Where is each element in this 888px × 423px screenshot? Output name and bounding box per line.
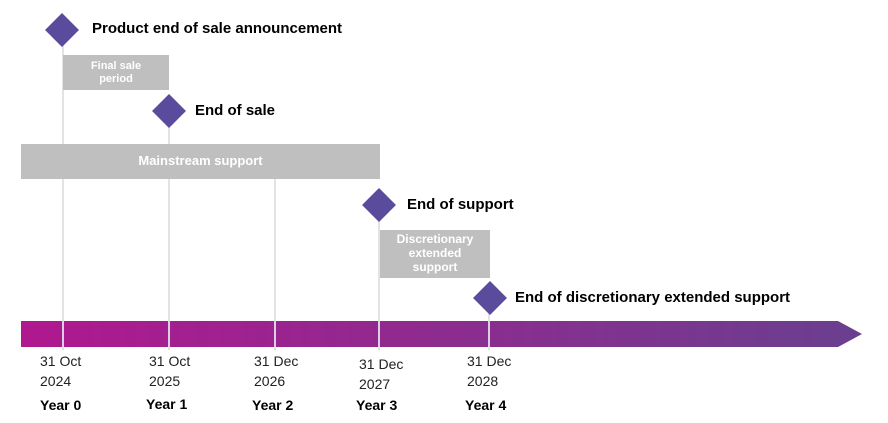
guide-line-year-2 bbox=[274, 178, 276, 350]
date-label-year-4: 31 Dec 2028 bbox=[467, 353, 512, 389]
guide-line-year-1 bbox=[168, 118, 170, 350]
date-label-year-1: 31 Oct 2025 bbox=[149, 353, 191, 389]
tick-year-4 bbox=[488, 321, 490, 347]
year-label-4: Year 4 bbox=[465, 397, 507, 413]
tick-year-2 bbox=[274, 321, 276, 347]
year-label-2: Year 2 bbox=[252, 397, 294, 413]
date-label-year-3: 31 Dec 2027 bbox=[359, 356, 404, 392]
date-label-year-0: 31 Oct 2024 bbox=[40, 353, 82, 389]
tick-year-3 bbox=[378, 321, 380, 347]
tick-year-0 bbox=[62, 321, 64, 347]
mainstream-support-bar: Mainstream support bbox=[21, 144, 380, 179]
milestone-label-announcement: Product end of sale announcement bbox=[92, 20, 343, 37]
year-label-1: Year 1 bbox=[146, 396, 188, 412]
tick-year-1 bbox=[168, 321, 170, 347]
guide-line-year-0 bbox=[62, 40, 64, 350]
discretionary-extended-support-label: Discretionary extended support bbox=[396, 232, 474, 274]
milestone-label-end-of-sale: End of sale bbox=[195, 102, 276, 119]
date-label-year-2: 31 Dec 2026 bbox=[254, 353, 299, 389]
year-label-3: Year 3 bbox=[356, 397, 398, 413]
mainstream-support-label: Mainstream support bbox=[138, 153, 263, 169]
guide-line-year-3 bbox=[378, 205, 380, 350]
milestone-label-end-of-extended: End of discretionary extended support bbox=[515, 289, 791, 306]
year-label-0: Year 0 bbox=[40, 397, 82, 413]
milestone-label-end-of-support: End of support bbox=[407, 196, 514, 213]
discretionary-extended-support-bar: Discretionary extended support bbox=[380, 230, 490, 278]
final-sale-period-label: Final sale period bbox=[90, 59, 142, 85]
final-sale-period-bar: Final sale period bbox=[63, 55, 169, 90]
